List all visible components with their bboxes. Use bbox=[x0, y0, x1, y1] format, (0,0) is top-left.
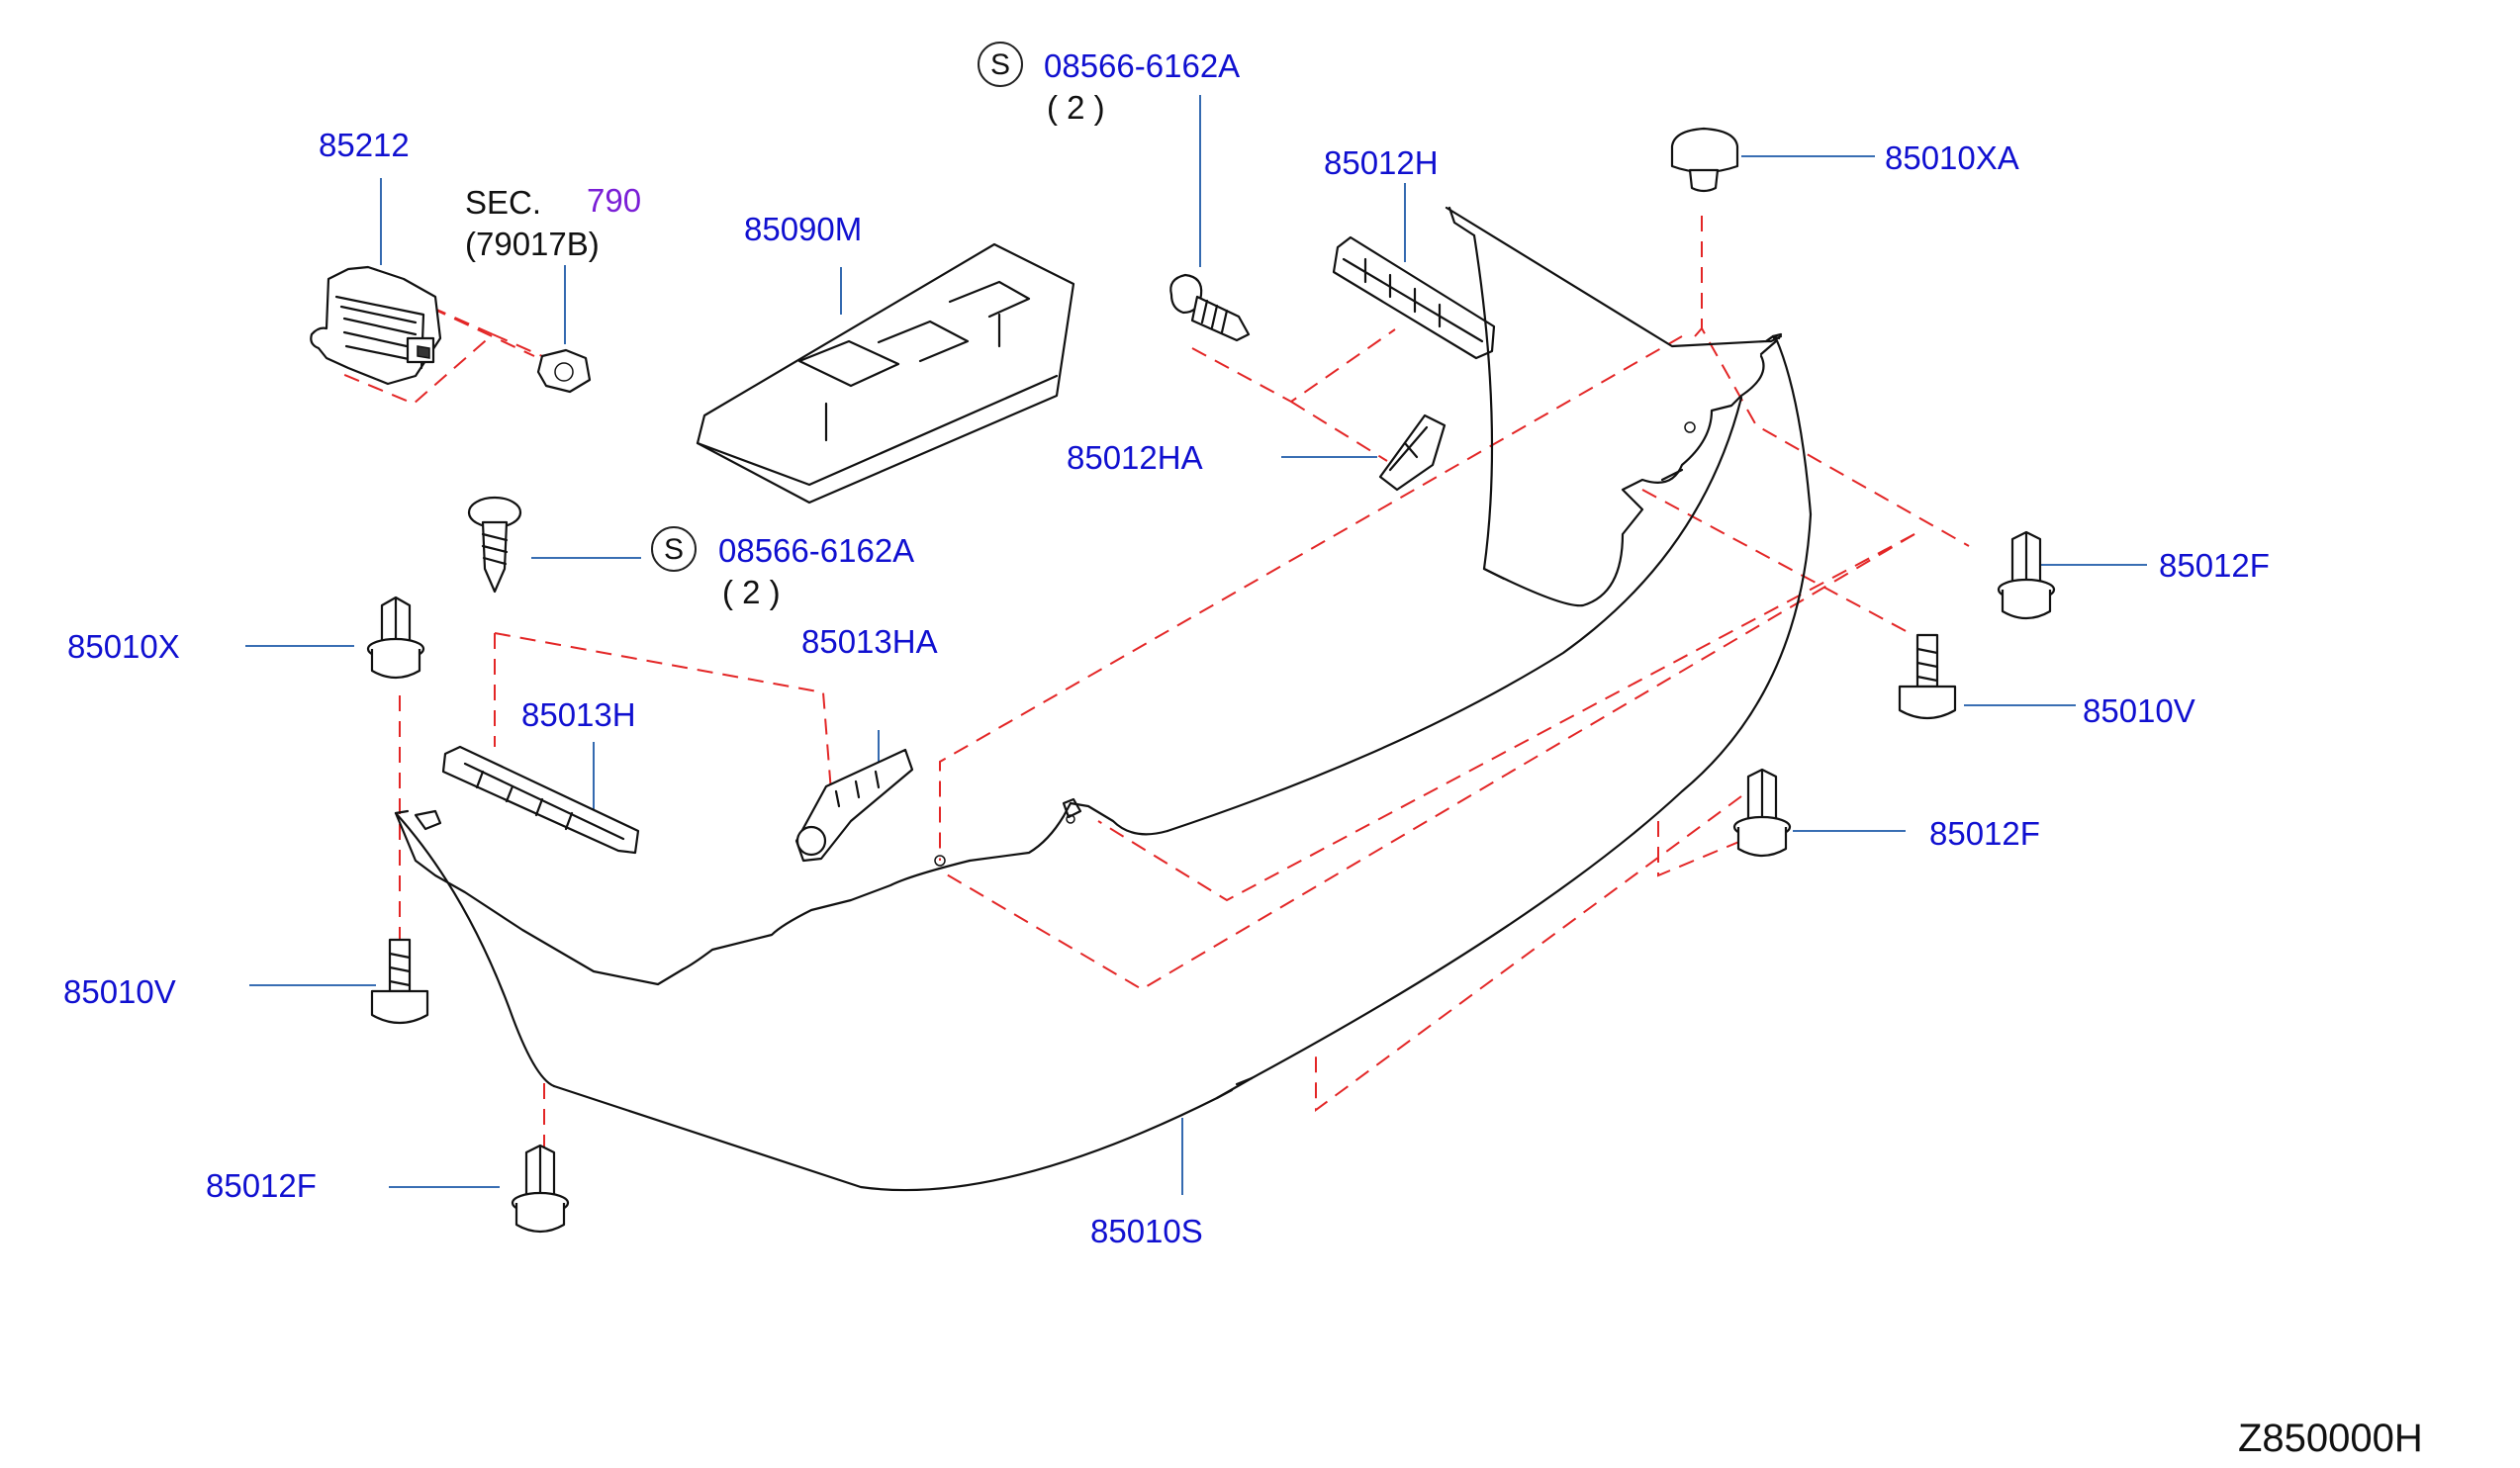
s-mark: S bbox=[978, 42, 1023, 87]
bracket-icon bbox=[441, 745, 640, 855]
part-label-85010xa[interactable]: 85010XA bbox=[1885, 139, 2019, 176]
bumper-icon bbox=[394, 206, 1813, 1192]
part-label-85012h[interactable]: 85012H bbox=[1324, 144, 1439, 181]
bracket-icon bbox=[794, 748, 914, 863]
reflector-icon bbox=[310, 265, 442, 386]
quantity-top: ( 2 ) bbox=[1047, 89, 1105, 126]
part-label-85010v-right[interactable]: 85010V bbox=[2083, 692, 2195, 729]
clip-icon bbox=[1732, 768, 1792, 858]
part-label-08566-6162a-top[interactable]: 08566-6162A bbox=[1044, 47, 1241, 84]
bracket-icon bbox=[1378, 413, 1447, 492]
section-link-790[interactable]: 790 bbox=[587, 182, 642, 219]
bolt-icon bbox=[1898, 633, 1957, 720]
section-ref: (79017B) bbox=[465, 226, 600, 262]
clip-icon bbox=[511, 1144, 570, 1234]
part-label-85212[interactable]: 85212 bbox=[319, 127, 410, 163]
part-label-85010x[interactable]: 85010X bbox=[67, 628, 180, 665]
bracket-icon bbox=[1332, 235, 1496, 360]
part-label-85012ha[interactable]: 85012HA bbox=[1067, 439, 1203, 476]
part-label-85013h[interactable]: 85013H bbox=[521, 696, 636, 733]
part-label-85012f-bottom[interactable]: 85012F bbox=[206, 1167, 317, 1204]
clip-icon bbox=[1997, 530, 2056, 620]
section-label: SEC. bbox=[465, 184, 542, 221]
part-label-85090m[interactable]: 85090M bbox=[744, 211, 863, 247]
s-mark: S bbox=[651, 526, 697, 572]
cap-icon bbox=[1670, 127, 1739, 193]
figure-code: Z850000H bbox=[2238, 1417, 2423, 1460]
part-label-85012f-mid[interactable]: 85012F bbox=[1929, 815, 2040, 852]
absorber-icon bbox=[696, 242, 1075, 505]
screw-icon bbox=[467, 496, 522, 594]
bolt-icon bbox=[370, 938, 429, 1025]
screw-icon bbox=[1169, 273, 1251, 342]
nut-icon bbox=[536, 348, 592, 394]
part-label-85010s[interactable]: 85010S bbox=[1090, 1213, 1203, 1249]
part-label-85013ha[interactable]: 85013HA bbox=[801, 623, 938, 660]
part-label-85012f-right[interactable]: 85012F bbox=[2159, 547, 2270, 584]
clip-icon bbox=[366, 596, 425, 680]
assembly-dashed-lines bbox=[341, 216, 1970, 1147]
quantity-mid: ( 2 ) bbox=[722, 574, 781, 610]
part-label-08566-6162a-mid[interactable]: 08566-6162A bbox=[718, 532, 915, 569]
part-label-85010v-left[interactable]: 85010V bbox=[63, 973, 176, 1010]
